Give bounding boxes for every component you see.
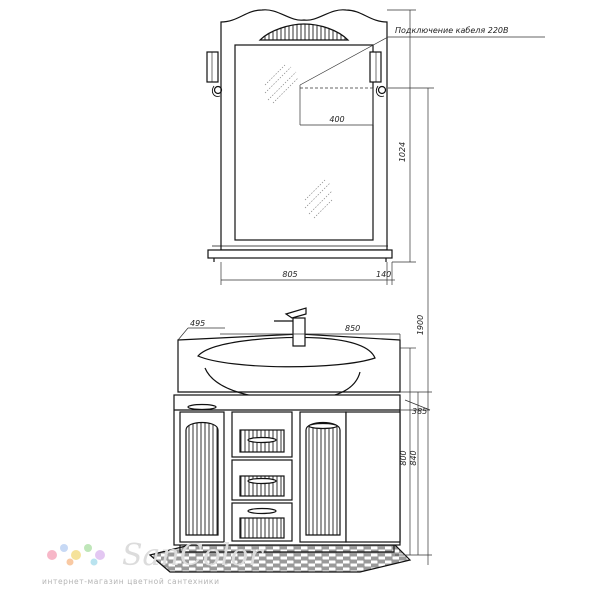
mirror-glare — [264, 64, 333, 219]
mirror-glass — [234, 44, 374, 241]
vanity-cabinet — [148, 307, 412, 573]
mirror-shelf — [207, 249, 393, 259]
mirror — [206, 9, 393, 262]
right-door-panel — [305, 421, 341, 536]
cabinet-plinth — [179, 545, 395, 553]
mirror-arch-ornament — [258, 23, 350, 41]
cabinet-dimensions — [177, 327, 432, 556]
watermark-dot — [84, 544, 92, 552]
watermark-dot — [71, 550, 81, 560]
drawer-handles — [187, 403, 338, 515]
dim-1024: 1024 — [398, 142, 407, 162]
watermark-dot — [66, 558, 74, 566]
dim-385: 385 — [412, 407, 427, 416]
dim-850: 850 — [345, 324, 360, 333]
watermark-dot — [90, 558, 98, 566]
watermark-dot — [47, 550, 57, 560]
dim-840: 840 — [409, 450, 418, 465]
watermark-dot — [95, 550, 105, 560]
watermark: SanColor интернет-магазин цветной сантех… — [42, 538, 264, 586]
watermark-dots — [47, 544, 105, 566]
faucet — [274, 307, 307, 347]
left-door-panel — [185, 421, 219, 536]
dim-495: 495 — [190, 319, 205, 328]
dim-400: 400 — [329, 115, 344, 124]
dim-1900: 1900 — [416, 315, 425, 335]
mirror-dimensions — [220, 9, 545, 565]
watermark-brand: SanColor — [122, 538, 264, 573]
watermark-dot — [60, 544, 68, 552]
basin-bowl — [197, 336, 376, 368]
watermark-tagline: интернет-магазин цветной сантехники — [42, 577, 220, 586]
mirror-frame — [220, 9, 388, 251]
dim-800: 800 — [399, 450, 408, 465]
right-lamp — [369, 51, 387, 97]
dim-140: 140 — [376, 270, 391, 279]
cable-label: Подключение кабеля 220В — [395, 26, 508, 35]
left-lamp — [206, 51, 223, 97]
dim-805: 805 — [282, 270, 297, 279]
